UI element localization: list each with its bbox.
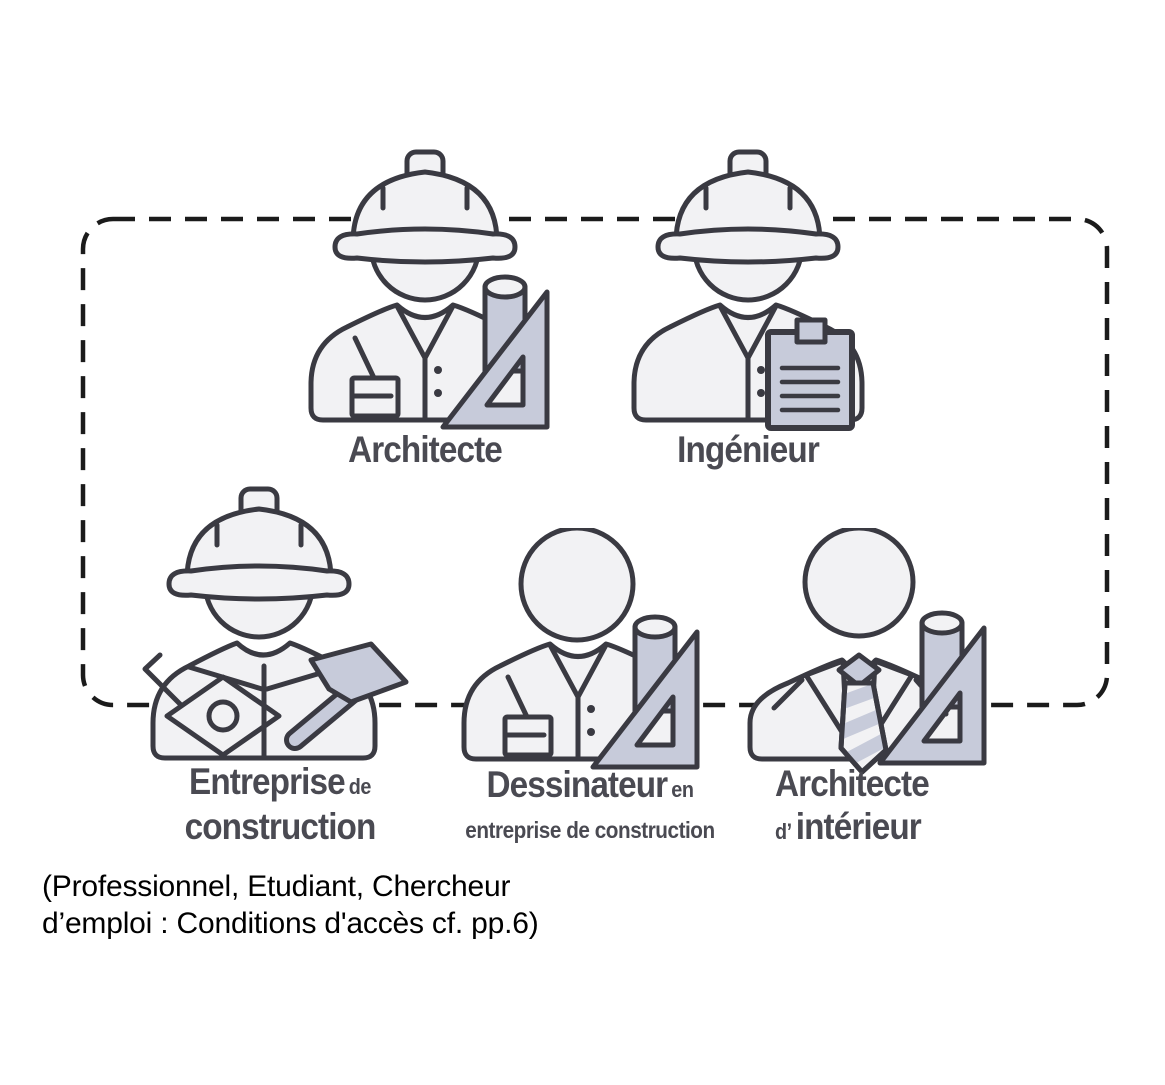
clipboard-icon	[765, 317, 855, 431]
dessinateur-label: Dessinateur en entreprise de constructio…	[464, 766, 716, 847]
entreprise-construction-icon	[142, 483, 409, 761]
entreprise-label-line2: construction	[184, 806, 377, 847]
dessinateur-label-main: Dessinateur	[486, 764, 669, 805]
architecte-label-text: Architecte	[348, 429, 503, 470]
hard-hat-head-icon	[169, 489, 349, 637]
bare-head-icon	[802, 528, 916, 639]
caption-line2: d’emploi : Conditions d'accès cf. pp.6)	[42, 907, 539, 940]
striped-tie-icon	[836, 652, 889, 775]
architecte-icon	[295, 146, 555, 438]
architecte-interieur-label-d: d’	[775, 819, 792, 844]
bare-head-icon	[518, 528, 636, 643]
badge-icon	[142, 652, 282, 758]
hard-hat-head-icon	[658, 152, 838, 300]
dessinateur-icon	[455, 528, 715, 803]
entreprise-label-main: Entreprise	[189, 761, 346, 802]
caption-line1: (Professionnel, Etudiant, Chercheur	[42, 870, 511, 903]
architecte-interieur-label: Architecte d’ intérieur	[775, 763, 982, 852]
entreprise-construction-label: Entreprise de construction	[141, 763, 420, 853]
entreprise-label-de: de	[348, 774, 372, 799]
architecte-label: Architecte	[308, 431, 542, 476]
ingenieur-icon	[618, 146, 878, 431]
architecte-interieur-icon	[747, 528, 995, 775]
dessinateur-label-en: en	[671, 777, 694, 802]
hard-hat-head-icon	[335, 152, 515, 300]
dessinateur-label-line2: entreprise de construction	[465, 817, 715, 843]
ingenieur-label-text: Ingénieur	[677, 429, 820, 470]
architecte-interieur-label-line1: Architecte	[775, 763, 930, 804]
ingenieur-label: Ingénieur	[631, 431, 865, 476]
dashed-border-rect	[80, 216, 1110, 708]
architecte-interieur-label-line2: intérieur	[795, 806, 922, 847]
hammer-icon	[284, 641, 409, 751]
caption: (Professionnel, Etudiant, Chercheur d’em…	[42, 868, 539, 942]
